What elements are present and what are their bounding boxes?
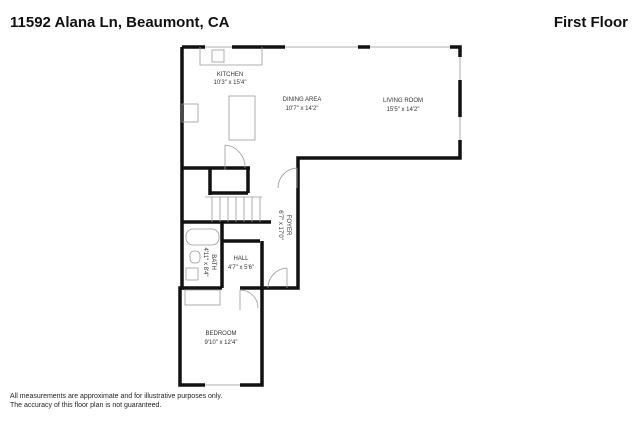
room-name-bath: BATH — [210, 254, 216, 270]
fixtures — [181, 46, 461, 386]
room-name-hall: HALL — [233, 256, 249, 262]
room-name-bedroom: BEDROOM — [205, 331, 236, 337]
room-name-foyer: FOYER — [285, 215, 291, 236]
room-dims-bedroom: 9'10" x 12'4" — [205, 340, 238, 346]
floor-title: First Floor — [553, 14, 628, 31]
disclaimer-line-2: The accuracy of this floor plan is not g… — [10, 402, 162, 409]
room-dims-hall: 4'7" x 5'6" — [228, 265, 254, 271]
room-dims-kitchen: 10'3" x 15'4" — [214, 80, 247, 86]
room-name-kitchen: KITCHEN — [217, 72, 243, 78]
room-name-dining: DINING AREA — [283, 97, 322, 103]
room-dims-dining: 10'7" x 14'2" — [286, 106, 319, 112]
room-name-living: LIVING ROOM — [383, 98, 423, 104]
room-dims-bath: 4'11" x 8'4" — [202, 247, 208, 276]
room-dims-foyer: 6'7" x 17'0" — [277, 210, 283, 240]
disclaimer-line-1: All measurements are approximate and for… — [10, 393, 223, 400]
room-dims-living: 15'5" x 14'2" — [387, 107, 420, 113]
address-title: 11592 Alana Ln, Beaumont, CA — [10, 14, 230, 31]
